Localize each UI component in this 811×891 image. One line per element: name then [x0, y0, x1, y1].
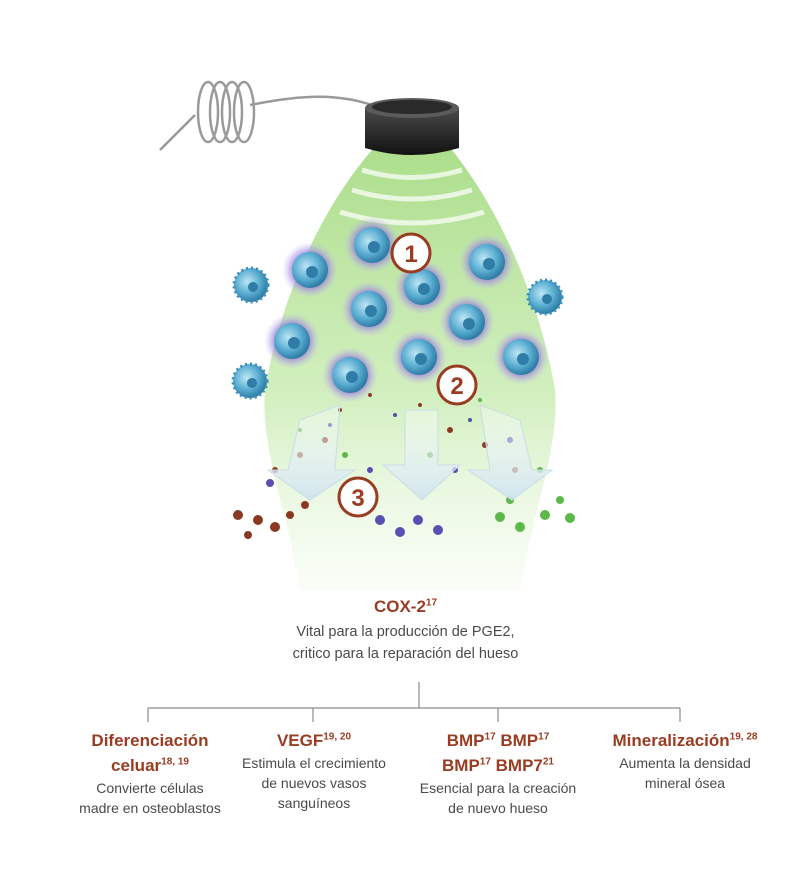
activated-cell: [344, 217, 400, 273]
effect-description: Estimula el crecimiento de nuevos vasos …: [242, 755, 386, 811]
transducer-icon: [365, 98, 459, 155]
effect-description: Aumenta la densidad mineral ósea: [619, 755, 751, 791]
marker-3: 3: [337, 476, 379, 518]
svg-text:2: 2: [450, 373, 463, 400]
cox2-line-2: critico para la reparación del hueso: [292, 646, 519, 662]
wave-rings: [339, 167, 485, 226]
marker-1: 1: [390, 232, 432, 274]
svg-text:3: 3: [351, 485, 364, 512]
cox2-title: COX-217: [373, 597, 438, 616]
release-arrows: [266, 404, 554, 501]
activated-cell: [459, 234, 515, 290]
activated-cell: [439, 294, 495, 350]
activated-cell: [282, 242, 338, 298]
cell: [232, 266, 270, 304]
effect-vegf: VEGF19, 20 Estimula el crecimiento de nu…: [222, 728, 406, 813]
activated-cell: [322, 347, 378, 403]
effect-heading: BMP17 BMP17 BMP17 BMP721: [442, 731, 554, 775]
cells: [231, 217, 564, 403]
effect-bmp: BMP17 BMP17 BMP17 BMP721 Esencial para l…: [398, 728, 598, 818]
effect-heading: Mineralización19, 28: [612, 731, 758, 750]
connector-tree: [147, 682, 681, 722]
effect-heading: VEGF19, 20: [276, 731, 352, 750]
effect-heading: Diferenciación celuar18, 19: [91, 731, 209, 775]
activated-cell: [493, 329, 549, 385]
cell: [231, 362, 269, 400]
activated-cell: [391, 329, 447, 385]
marker-2: 2: [436, 364, 478, 406]
activated-cell: [264, 313, 320, 369]
svg-text:1: 1: [404, 241, 417, 268]
effect-description: Convierte células madre en osteoblastos: [79, 780, 221, 816]
effect-description: Esencial para la creación de nuevo hueso: [419, 780, 577, 816]
cox2-ref: 17: [425, 597, 438, 609]
cell: [526, 278, 564, 316]
cox2-description: Vital para la producción de PGE2, critic…: [0, 621, 811, 665]
cable-coil: [159, 80, 381, 151]
effect-mineralization: Mineralización19, 28 Aumenta la densidad…: [590, 728, 780, 793]
activated-cell: [341, 281, 397, 337]
cox2-line-1: Vital para la producción de PGE2,: [296, 624, 515, 640]
ultrasound-illustration: 1 2 3: [159, 80, 575, 590]
effect-cell-differentiation: Diferenciación celuar18, 19 Convierte cé…: [60, 728, 240, 818]
